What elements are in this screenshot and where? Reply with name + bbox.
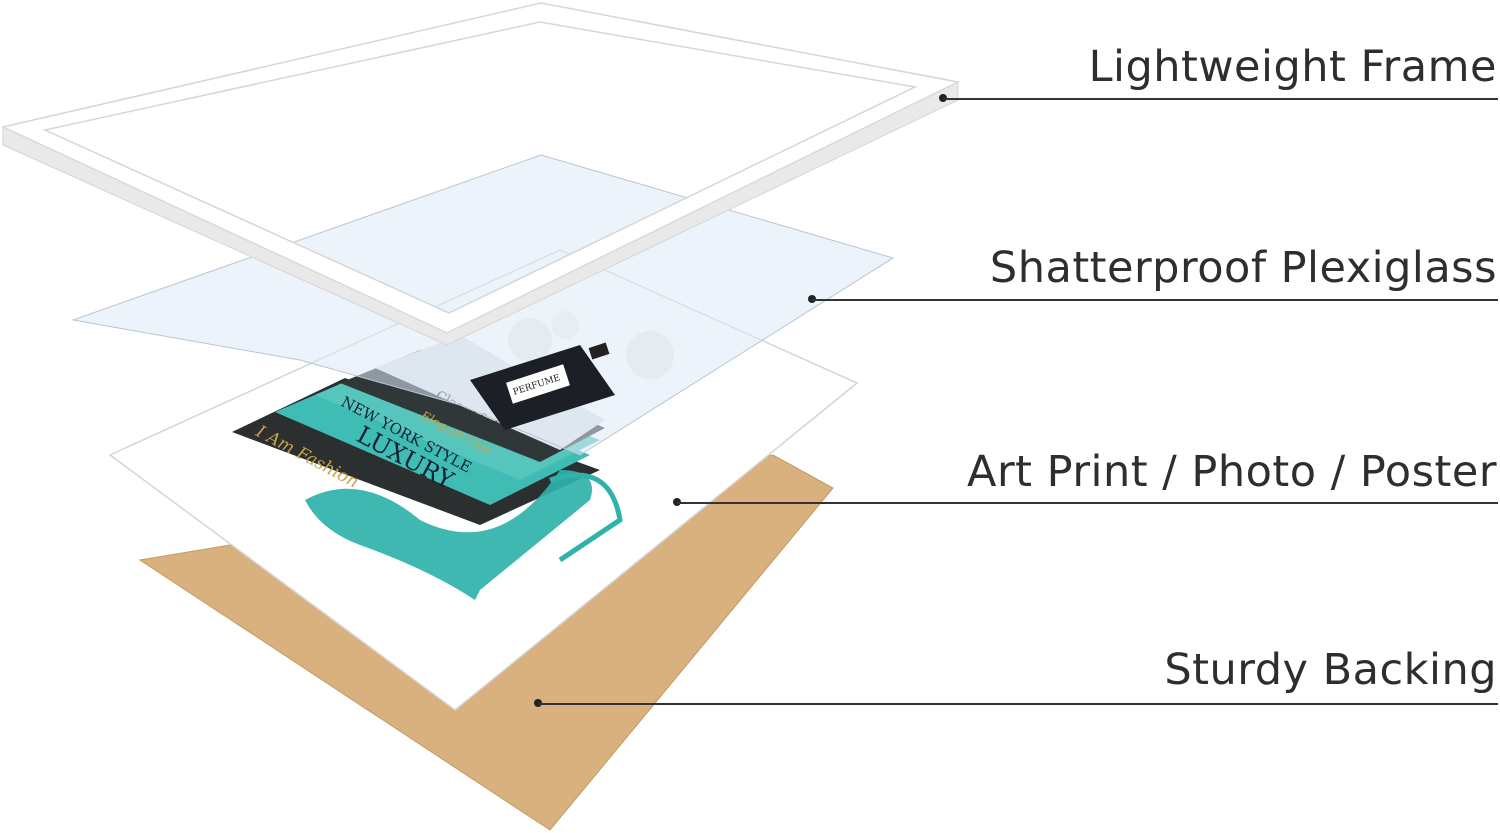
artwork-perfume: PERFUME: [470, 342, 615, 430]
label-lightweight-frame: Lightweight Frame: [1088, 42, 1497, 92]
shoe-illustration: [305, 470, 592, 600]
frame-leader-line: [943, 98, 1498, 100]
lightweight-frame: [0, 2, 961, 346]
label-art-print: Art Print / Photo / Poster: [967, 447, 1497, 497]
label-shatterproof-plexiglass: Shatterproof Plexiglass: [989, 243, 1497, 293]
backing-leader-line: [538, 703, 1498, 705]
print-leader-line: [677, 502, 1498, 504]
plexiglass-leader-line: [812, 299, 1498, 301]
label-sturdy-backing: Sturdy Backing: [1164, 645, 1497, 695]
